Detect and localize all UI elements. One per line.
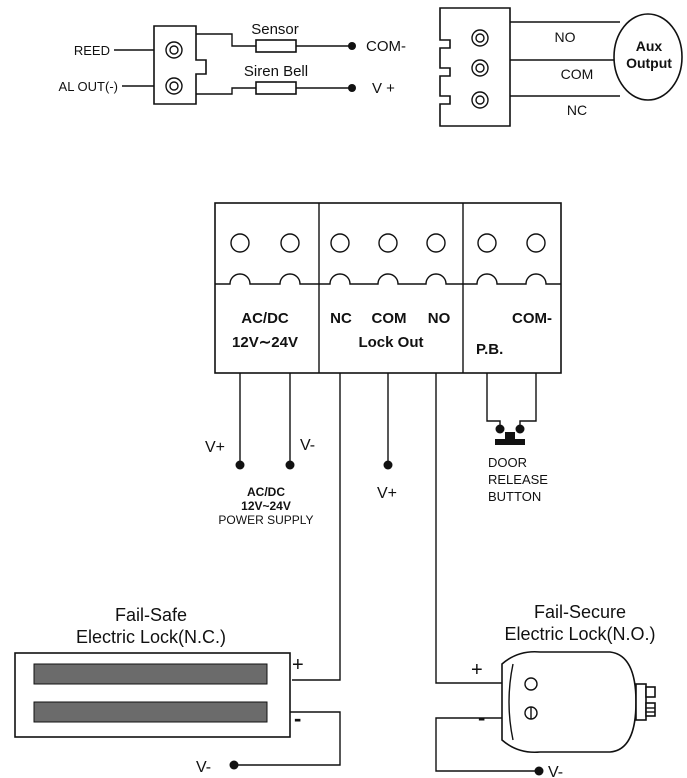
lock-com-label: COM	[372, 310, 407, 327]
fail-secure-v-minus-wire	[435, 717, 538, 772]
sensor-resistor	[255, 39, 297, 53]
fail-safe-lock-plate-bottom	[33, 701, 268, 723]
power-supply-line3: POWER SUPPLY	[218, 513, 313, 527]
door-release-line3: BUTTON	[488, 489, 541, 504]
terminal-screw-com	[378, 233, 398, 253]
fail-safe-title-line2: Electric Lock(N.C.)	[76, 627, 226, 647]
power-input-range: 12V∼24V	[232, 334, 298, 351]
terminal-screw-aux-com	[471, 59, 489, 77]
fail-secure-bolt-top	[645, 686, 656, 698]
push-button-icon	[495, 439, 525, 445]
pb-com-minus-label: COM-	[512, 310, 552, 327]
aux-terminal-body	[439, 7, 511, 127]
power-v-minus-dot	[285, 460, 295, 470]
door-release-line1: DOOR	[488, 455, 527, 470]
alarm-terminal-body	[153, 25, 207, 105]
fail-secure-lock-body	[501, 650, 637, 754]
com-minus-terminal-dot	[348, 42, 356, 50]
aux-output-device	[613, 13, 683, 101]
power-v-plus-dot	[235, 460, 245, 470]
aux-nc-label: NC	[567, 102, 587, 118]
aux-com-label: COM	[561, 66, 594, 82]
fail-secure-lock: Fail-Secure Electric Lock(N.O.) + - V-	[435, 602, 656, 778]
lock-no-label: NO	[428, 310, 451, 327]
fail-safe-v-minus-label: V-	[196, 759, 211, 776]
fail-secure-bolt-housing	[635, 683, 647, 721]
terminal-screw-pb	[477, 233, 497, 253]
fail-secure-bolt-bottom	[645, 702, 656, 717]
siren-resistor	[255, 81, 297, 95]
power-v-plus-label: V+	[205, 439, 225, 456]
terminal-scallop-line	[215, 273, 561, 285]
fail-safe-title-line1: Fail-Safe	[115, 605, 187, 625]
terminal-screw-aux-no	[471, 29, 489, 47]
fail-secure-title-line1: Fail-Secure	[534, 602, 626, 622]
power-supply-wiring: V+ V- AC/DC 12V~24V POWER SUPPLY	[205, 373, 315, 527]
com-minus-label: COM-	[366, 38, 406, 55]
fail-secure-screw-1	[524, 677, 538, 691]
lock-nc-label: NC	[330, 310, 352, 327]
fail-safe-minus-label: -	[294, 706, 301, 731]
com-v-plus-dot	[383, 460, 393, 470]
fail-secure-title-line2: Electric Lock(N.O.)	[504, 624, 655, 644]
terminal-screw-no	[426, 233, 446, 253]
terminal-screw-nc	[330, 233, 350, 253]
terminal-screw-com-minus	[526, 233, 546, 253]
aux-output-label-line2: Output	[626, 55, 672, 71]
terminal-screws	[230, 233, 546, 253]
main-terminal-block: AC/DC 12V∼24V NC COM NO Lock Out COM- P.…	[214, 202, 562, 374]
door-release-button: DOOR RELEASE BUTTON	[486, 373, 548, 504]
v-plus-terminal-dot	[348, 84, 356, 92]
aux-output-label-line1: Aux	[636, 38, 663, 54]
fail-secure-v-minus-dot	[534, 766, 544, 776]
sensor-label: Sensor	[251, 21, 299, 38]
power-input-title: AC/DC	[241, 310, 289, 327]
nc-wire	[292, 373, 341, 681]
terminal-screw-reed	[165, 41, 183, 59]
terminal-screw-power-2	[280, 233, 300, 253]
main-terminal-body	[214, 202, 562, 374]
com-v-plus-label: V+	[377, 485, 397, 502]
fail-secure-plus-label: +	[471, 659, 483, 681]
al-out-label: AL OUT(-)	[59, 79, 118, 94]
aux-terminal-block	[439, 7, 511, 127]
lock-out-label: Lock Out	[358, 334, 423, 351]
aux-output-wiring: NO COM NC Aux Output	[510, 13, 683, 118]
power-supply-line2: 12V~24V	[241, 499, 291, 513]
power-v-minus-label: V-	[300, 437, 315, 454]
fail-safe-plus-label: +	[292, 654, 304, 676]
fail-safe-v-minus-wire	[235, 711, 341, 766]
pb-label: P.B.	[476, 341, 503, 358]
fail-safe-lock-plate-top	[33, 663, 268, 685]
v-plus-label: V +	[372, 80, 395, 97]
siren-circuit: Siren Bell V +	[196, 63, 395, 97]
alarm-terminal-block: REED AL OUT(-)	[59, 25, 207, 105]
terminal-screw-al-out	[165, 77, 183, 95]
fail-safe-lock: Fail-Safe Electric Lock(N.C.) + - V-	[14, 605, 341, 776]
no-wire	[435, 373, 502, 684]
door-release-line2: RELEASE	[488, 472, 548, 487]
fail-secure-v-minus-label: V-	[548, 764, 563, 778]
reed-label: REED	[74, 43, 110, 58]
terminal-screw-power-1	[230, 233, 250, 253]
power-supply-line1: AC/DC	[247, 485, 285, 499]
lock-com-wiring: V+	[377, 373, 397, 502]
sensor-circuit: Sensor COM-	[196, 21, 406, 55]
siren-bell-label: Siren Bell	[244, 63, 308, 80]
fail-safe-v-minus-dot	[229, 760, 239, 770]
terminal-screw-aux-nc	[471, 91, 489, 109]
aux-no-label: NO	[555, 29, 576, 45]
